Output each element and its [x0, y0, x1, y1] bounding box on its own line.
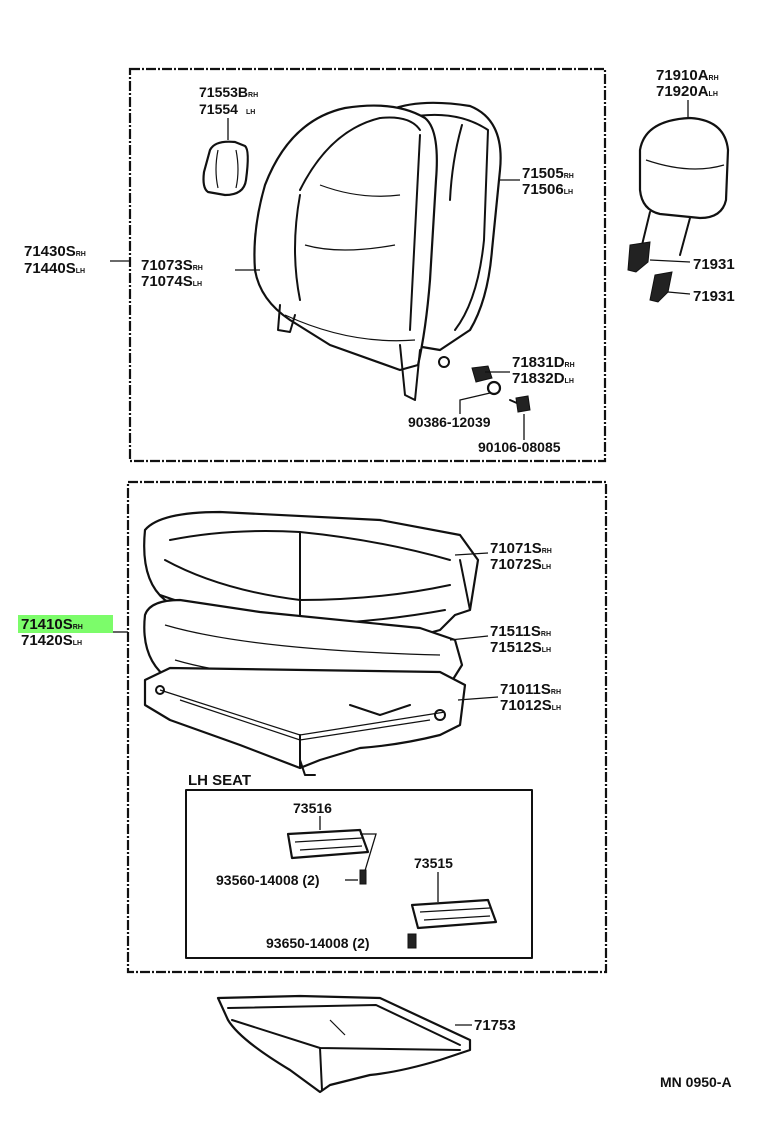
lh-seat-title: LH SEAT	[188, 772, 251, 789]
label-71920A: 71920A	[656, 83, 709, 100]
label-73516: 73516	[293, 800, 332, 816]
svg-text:71430SRH: 71430SRH	[24, 243, 86, 260]
label-71553B: 71553B	[199, 84, 248, 100]
tray-illustration	[216, 994, 472, 1094]
rail-73516-illustration	[286, 828, 370, 860]
svg-text:71505RH: 71505RH	[522, 165, 574, 182]
label-71072S: 71072S	[490, 556, 542, 573]
label-71071S: 71071S	[490, 540, 542, 557]
label-71074S: 71074S	[141, 273, 193, 290]
svg-text:71073SRH: 71073SRH	[141, 257, 203, 274]
svg-text:71012SLH: 71012SLH	[500, 697, 561, 714]
diagram-code: MN 0950-A	[660, 1074, 732, 1090]
label-71910A: 71910A	[656, 67, 709, 84]
svg-text:71910ARH: 71910ARH	[656, 67, 719, 84]
svg-text:71440SLH: 71440SLH	[24, 260, 85, 277]
label-93560-14008: 93560-14008 (2)	[216, 872, 320, 888]
svg-text:71072SLH: 71072SLH	[490, 556, 551, 573]
label-71831D: 71831D	[512, 354, 565, 371]
label-71506: 71506	[522, 181, 564, 198]
label-71554: 71554	[199, 101, 238, 117]
label-73515: 73515	[414, 855, 453, 871]
label-71440S: 71440S	[24, 260, 76, 277]
label-71753: 71753	[474, 1017, 516, 1034]
clip-bolt-illustration	[471, 365, 531, 413]
seatback-front-illustration	[253, 104, 450, 401]
label-71931-b: 71931	[693, 288, 735, 305]
armrest-pad-illustration	[202, 140, 249, 197]
label-93650-14008: 93650-14008 (2)	[266, 935, 370, 951]
label-71832D: 71832D	[512, 370, 565, 387]
svg-text:71553BRH: 71553BRH	[199, 84, 258, 100]
label-71511S: 71511S	[490, 623, 541, 640]
label-71512S: 71512S	[490, 639, 542, 656]
label-90386-12039: 90386-12039	[408, 414, 491, 430]
svg-text:71512SLH: 71512SLH	[490, 639, 551, 656]
label-71011S: 71011S	[500, 681, 551, 698]
label-71430S: 71430S	[24, 243, 76, 260]
cushion-group-frame	[126, 480, 608, 974]
svg-text:71074SLH: 71074SLH	[141, 273, 202, 290]
part-highlight	[18, 615, 113, 633]
svg-text:71420SLH: 71420SLH	[21, 632, 82, 649]
seatback-group-frame	[128, 67, 607, 463]
svg-text:71832DLH: 71832DLH	[512, 370, 574, 387]
label-71931-a: 71931	[693, 256, 735, 273]
label-71505: 71505	[522, 165, 564, 182]
svg-text:71506LH: 71506LH	[522, 181, 573, 198]
label-90106-08085: 90106-08085	[478, 439, 561, 455]
headrest-illustration	[627, 116, 730, 303]
svg-text:71410SRH: 71410SRH	[21, 616, 83, 633]
seat-frame-illustration	[143, 666, 467, 776]
svg-text:71071SRH: 71071SRH	[490, 540, 552, 557]
label-71073S: 71073S	[141, 257, 193, 274]
rail-73515-illustration	[410, 898, 498, 930]
svg-text:71011SRH: 71011SRH	[500, 681, 561, 698]
label-71410S: 71410S	[21, 616, 73, 633]
label-71420S: 71420S	[21, 632, 73, 649]
lh-seat-inset-frame	[185, 789, 533, 959]
svg-text:71831DRH: 71831DRH	[512, 354, 575, 371]
label-71012S: 71012S	[500, 697, 552, 714]
svg-text:71511SRH: 71511SRH	[490, 623, 551, 640]
svg-text:71920ALH: 71920ALH	[656, 83, 718, 100]
